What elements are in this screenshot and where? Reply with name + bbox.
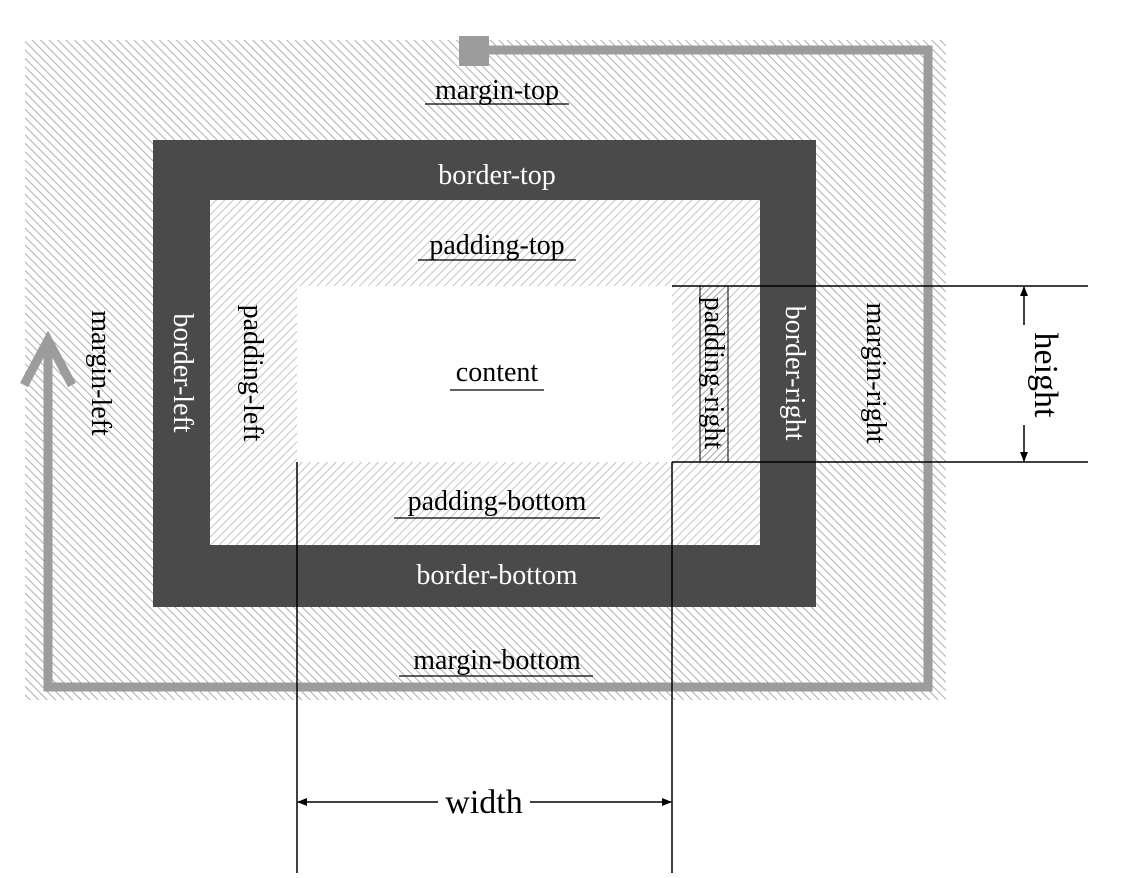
border-right-label: border-right bbox=[779, 306, 810, 441]
padding-left-label: padding-left bbox=[237, 305, 268, 442]
arrow-start-square bbox=[459, 36, 489, 66]
padding-right-label: padding-right bbox=[698, 297, 729, 450]
margin-top-label: margin-top bbox=[435, 75, 559, 106]
margin-left-label: margin-left bbox=[85, 310, 116, 436]
margin-flow-arrow bbox=[43, 45, 933, 692]
padding-top-label: padding-top bbox=[429, 230, 564, 261]
margin-bottom-label: margin-bottom bbox=[413, 645, 581, 676]
content-label: content bbox=[456, 357, 539, 388]
height-label: height bbox=[1027, 333, 1064, 419]
margin-right-label: margin-right bbox=[860, 302, 891, 443]
padding-bottom-label: padding-bottom bbox=[408, 486, 587, 517]
border-top-label: border-top bbox=[438, 160, 556, 191]
border-bottom-label: border-bottom bbox=[416, 560, 577, 591]
width-label: width bbox=[445, 784, 522, 821]
border-left-label: border-left bbox=[167, 313, 198, 432]
padding-right-strip bbox=[700, 286, 728, 462]
content-area bbox=[297, 286, 672, 462]
